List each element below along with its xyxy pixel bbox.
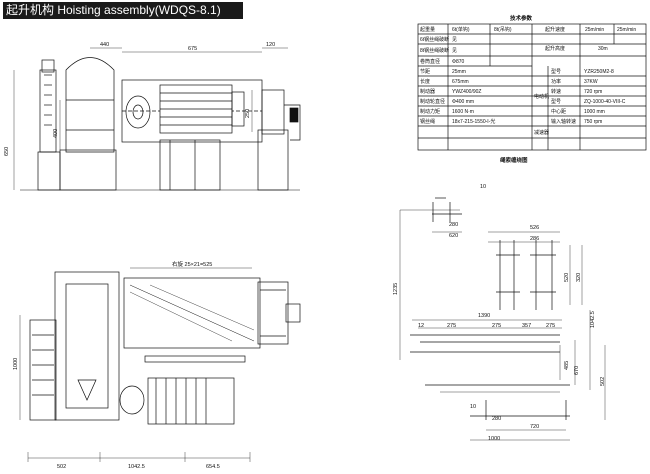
reducer-base (59, 149, 117, 191)
table-cell: 型号 (551, 98, 561, 105)
side-elevation-view (13, 47, 301, 191)
table-cell: 25mm (452, 69, 466, 75)
rope-dim: 1390 (478, 313, 490, 319)
right-bearing (261, 89, 285, 135)
table-cell: 转速 (551, 88, 561, 95)
table-cell: 37KW (584, 79, 598, 85)
table-cell: 8t钢丝绳破断 (420, 47, 449, 54)
spec-table-caption: 技术参数 (510, 14, 533, 22)
table-cell: 输入轴转速 (551, 118, 576, 125)
table-cell: 30m (598, 46, 608, 52)
table-header-cell: 25m/min (585, 27, 604, 33)
dim-675: 675 (188, 46, 197, 52)
table-cell: YWZ400/90Z (452, 89, 481, 95)
table-cell: 18x7-215-1550-I-光 (452, 118, 495, 125)
table-cell: 1000 mm (584, 109, 605, 115)
rope-reeving-diagram (399, 197, 606, 441)
rope-dim: 1000 (488, 436, 500, 442)
page-title: 起升机构 Hoisting assembly(WDQS-8.1) (3, 2, 243, 19)
table-cell: YZR250M2-8 (584, 69, 614, 75)
dim-440: 440 (100, 42, 109, 48)
table-cell: ZQ-1000-40-VIII-C (584, 99, 626, 105)
rope-dim: 275 (546, 323, 555, 329)
dim-250: 250 (245, 109, 251, 118)
rope-dim: 670 (574, 366, 580, 375)
table-header-cell: 25m/min (617, 27, 636, 33)
table-header-cell: 8t(吊钩) (494, 26, 512, 33)
table-cell: 功率 (551, 78, 561, 85)
drum-end-plan (257, 281, 289, 345)
table-cell: 见 (452, 37, 457, 43)
spec-table-grid (417, 23, 647, 151)
rope-dim: 485 (564, 361, 570, 370)
table-cell: 720 rpm (584, 89, 602, 95)
drum-plan (123, 277, 261, 349)
motor-plan (29, 319, 57, 421)
rope-dim: 526 (530, 225, 539, 231)
rope-dim: 286 (530, 236, 539, 242)
dim-502: 502 (57, 464, 66, 470)
table-cell: 6t钢丝绳破断 (420, 36, 449, 43)
bearing-stand (257, 129, 289, 191)
rope-dim: 1042.5 (590, 311, 596, 328)
rope-dim: 10 (480, 184, 486, 190)
table-cell: 长度 (420, 78, 430, 85)
rope-dim: 12 (418, 323, 424, 329)
plan-view (19, 267, 301, 462)
rope-diagram-caption: 绳索缠绕图 (499, 156, 528, 164)
rope-dim: 275 (447, 323, 456, 329)
rope-dim: 275 (492, 323, 501, 329)
drum-base (159, 139, 221, 191)
rope-dim: 502 (600, 377, 606, 386)
table-cell: 中心距 (551, 108, 566, 115)
reducer-housing (65, 57, 115, 153)
table-cell: 节距 (420, 69, 430, 75)
table-cell: 起升高度 (545, 45, 565, 52)
table-cell: 见 (452, 48, 457, 54)
table-cell: Φ870 (452, 59, 465, 65)
table-header-cell: 6t(单钩) (452, 26, 470, 33)
rope-dim: 280 (449, 222, 458, 228)
table-cell: 制动力矩 (420, 108, 440, 115)
table-cell: 卷筒直径 (420, 58, 440, 65)
rope-dim: 280 (492, 416, 501, 422)
motor-column (39, 69, 57, 153)
rope-dim: 1235 (393, 283, 399, 295)
dim-654-5: 654.5 (206, 464, 220, 470)
table-cell: 型号 (551, 68, 561, 75)
table-header-cell: 起重量 (420, 26, 435, 33)
rope-dim: 620 (449, 233, 458, 239)
dim-650: 650 (4, 147, 10, 156)
motor-side-label: 电动机 (534, 93, 549, 100)
drum-note: 右旋 25×21=525 (172, 260, 212, 268)
motor-plan-2 (147, 377, 235, 425)
rope-dim: 520 (564, 273, 570, 282)
rope-dim: 357 (522, 323, 531, 329)
table-cell: Φ400 mm (452, 99, 474, 105)
table-header-cell: 起升速度 (545, 26, 565, 33)
table-cell: 675mm (452, 79, 469, 85)
rope-dim: 320 (576, 273, 582, 282)
dim-400: 400 (53, 129, 59, 138)
dim-120: 120 (266, 42, 275, 48)
table-cell: 750 rpm (584, 119, 602, 125)
motor-foot (37, 151, 61, 191)
dim-1042-5: 1042.5 (128, 464, 145, 470)
table-cell: 1600 N·m (452, 109, 474, 115)
table-cell: 制动轮直径 (420, 98, 445, 105)
dim-1000: 1000 (13, 358, 19, 370)
rope-dim: 720 (530, 424, 539, 430)
brake-wheel (125, 95, 151, 129)
table-cell: 制动器 (420, 88, 435, 95)
reducer-plan (54, 271, 120, 421)
table-cell: 钢丝绳 (420, 118, 435, 125)
reducer-side-label: 减速器 (534, 129, 549, 136)
rope-dim: 10 (470, 404, 476, 410)
